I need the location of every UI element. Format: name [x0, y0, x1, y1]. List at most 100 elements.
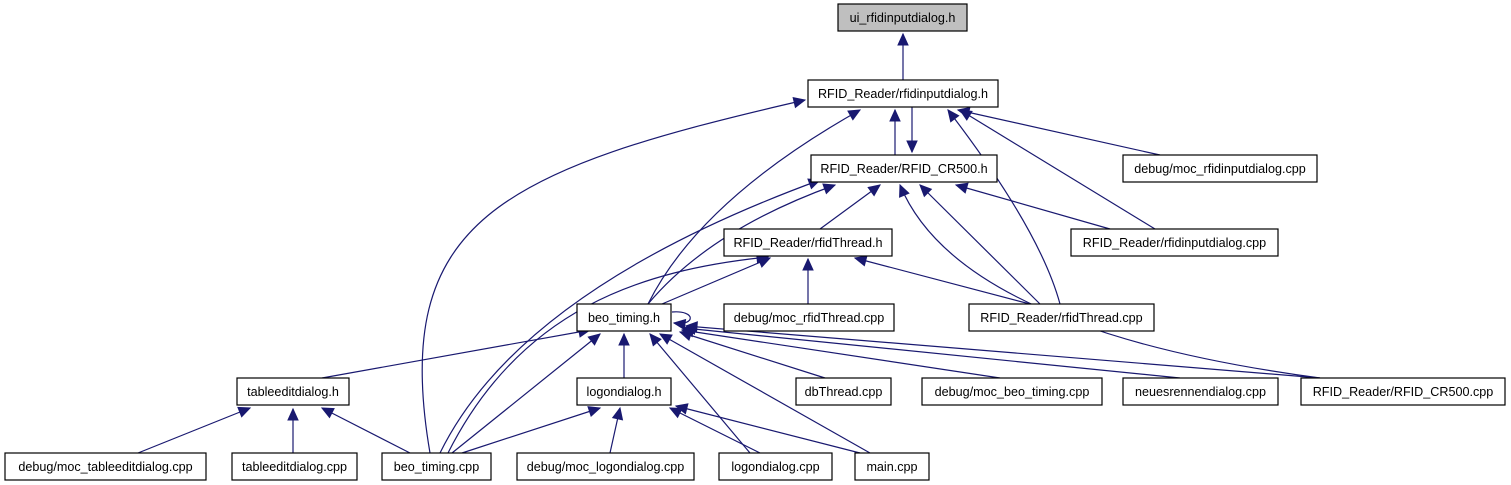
node-moc-tableeditdialog-cpp[interactable]: debug/moc_tableeditdialog.cpp	[4, 452, 207, 481]
edge-rr_rfidthread_cpp-to-rr_rfidthread_h	[853, 255, 1031, 305]
node-box	[968, 303, 1155, 332]
node-moc-rfidthread-cpp[interactable]: debug/moc_rfidThread.cpp	[723, 303, 895, 332]
node-box	[921, 377, 1103, 406]
node-label: debug/moc_beo_timing.cpp	[935, 385, 1090, 399]
node-rr-cr500-cpp[interactable]: RFID_Reader/RFID_CR500.cpp	[1300, 377, 1506, 406]
node-label: debug/moc_rfidinputdialog.cpp	[1134, 162, 1306, 176]
node-label: debug/moc_rfidThread.cpp	[734, 311, 885, 325]
node-box	[231, 452, 358, 481]
node-box	[576, 377, 672, 406]
node-label: beo_timing.h	[588, 311, 660, 325]
node-box	[4, 452, 207, 481]
arrowhead	[658, 333, 673, 345]
edge-rr_rfidthread_h-to-rr_cr500_h	[819, 184, 881, 230]
arrowhead	[587, 406, 602, 418]
edge-rr_rfidinputdialog_cpp-to-rr_rfidinputdialog_h	[958, 109, 1156, 230]
node-beo-timing-cpp[interactable]: beo_timing.cpp	[381, 452, 492, 481]
arrowhead	[958, 109, 973, 121]
node-main-cpp[interactable]: main.cpp	[854, 452, 930, 481]
node-label: RFID_Reader/rfidThread.cpp	[980, 311, 1142, 325]
arrowhead	[287, 407, 299, 421]
node-box	[807, 79, 999, 108]
edge-beo_timing_cpp-to-tableeditdialog_h	[320, 407, 411, 454]
node-box	[810, 154, 998, 183]
node-label: beo_timing.cpp	[394, 460, 479, 474]
node-dbthread-cpp[interactable]: dbThread.cpp	[795, 377, 892, 406]
edge-beo_timing_cpp-to-logondialog_h	[461, 406, 602, 454]
node-label: debug/moc_tableeditdialog.cpp	[18, 460, 192, 474]
node-logondialog-cpp[interactable]: logondialog.cpp	[718, 452, 833, 481]
arrowhead	[237, 406, 252, 418]
node-label: main.cpp	[866, 460, 917, 474]
node-rr-rfidthread-cpp[interactable]: RFID_Reader/rfidThread.cpp	[968, 303, 1155, 332]
node-box	[854, 452, 930, 481]
node-rr-cr500-h[interactable]: RFID_Reader/RFID_CR500.h	[810, 154, 998, 183]
arrowhead	[320, 407, 335, 419]
arrowhead	[802, 257, 814, 271]
node-box	[1300, 377, 1506, 406]
edge-main_cpp-to-logondialog_h	[674, 403, 861, 454]
node-neuesrennendialog-cpp[interactable]: neuesrennendialog.cpp	[1122, 377, 1279, 406]
arrowhead	[954, 182, 969, 194]
nodes-layer: ui_rfidinputdialog.hRFID_Reader/rfidinpu…	[4, 3, 1506, 481]
node-label: RFID_Reader/RFID_CR500.h	[820, 162, 987, 176]
edge-moc_tableeditdialog_cpp-to-tableeditdialog_h	[137, 406, 252, 454]
node-label: RFID_Reader/rfidinputdialog.cpp	[1083, 236, 1266, 250]
node-label: RFID_Reader/RFID_CR500.cpp	[1313, 385, 1494, 399]
node-box	[576, 303, 672, 332]
arrowhead	[867, 184, 881, 197]
node-moc-rfidinputdialog-cpp[interactable]: debug/moc_rfidinputdialog.cpp	[1122, 154, 1318, 183]
edge-moc_beo_timing_cpp-to-beo_timing_h	[680, 326, 1001, 379]
node-label: RFID_Reader/rfidThread.h	[733, 236, 882, 250]
node-box	[837, 3, 968, 32]
node-rr-rfidinputdialog-h[interactable]: RFID_Reader/rfidinputdialog.h	[807, 79, 999, 108]
arrowhead	[672, 318, 687, 331]
node-tableeditdialog-cpp[interactable]: tableeditdialog.cpp	[231, 452, 358, 481]
edge-rr_rfidthread_cpp-to-rr_rfidinputdialog_h	[947, 109, 1061, 305]
edge-moc_logondialog_cpp-to-logondialog_h	[609, 406, 624, 454]
node-box	[1122, 377, 1279, 406]
edge-logondialog_cpp-to-beo_timing_h	[649, 333, 751, 454]
edge-moc_rfidinputdialog_cpp-to-rr_rfidinputdialog_h	[956, 106, 1161, 156]
node-rr-rfidthread-h[interactable]: RFID_Reader/rfidThread.h	[723, 228, 893, 257]
node-box	[516, 452, 695, 481]
edge-logondialog_cpp-to-logondialog_h	[668, 407, 761, 454]
arrowhead	[947, 109, 960, 123]
edge-beo_timing_cpp-to-beo_timing_h	[451, 333, 601, 454]
node-label: RFID_Reader/rfidinputdialog.h	[818, 87, 988, 101]
node-rr-rfidinputdialog-cpp[interactable]: RFID_Reader/rfidinputdialog.cpp	[1070, 228, 1279, 257]
edge-rr_rfidinputdialog_h-to-ui_rfidinputdialog_h	[897, 32, 909, 80]
node-label: ui_rfidinputdialog.h	[850, 11, 956, 25]
edge-beo_timing_cpp-to-rr_rfidthread_h	[447, 252, 770, 454]
arrowhead	[618, 332, 630, 346]
node-box	[1070, 228, 1279, 257]
node-tableeditdialog-h[interactable]: tableeditdialog.h	[236, 377, 350, 406]
arrowhead	[919, 184, 933, 198]
arrowhead	[649, 333, 662, 347]
edge-rr_cr500_h-to-rr_rfidinputdialog_h	[889, 108, 901, 155]
edge-beo_timing_h-to-rr_rfidinputdialog_h	[647, 109, 862, 305]
edge-tableeditdialog_cpp-to-tableeditdialog_h	[287, 407, 299, 453]
edge-beo_timing_cpp-to-rr_rfidinputdialog_h	[421, 96, 807, 454]
edges-layer	[137, 32, 1321, 454]
arrowhead	[674, 403, 689, 415]
node-box	[723, 303, 895, 332]
node-beo-timing-h[interactable]: beo_timing.h	[576, 303, 672, 332]
arrowhead	[897, 32, 909, 46]
edge-logondialog_h-to-beo_timing_h	[618, 332, 630, 378]
edge-rr_cr500_cpp-to-beo_timing_h	[684, 321, 1321, 379]
arrowhead	[899, 183, 910, 198]
node-box	[718, 452, 833, 481]
arrowhead	[668, 407, 683, 419]
node-label: logondialog.cpp	[731, 460, 819, 474]
arrowhead	[684, 321, 698, 333]
node-box	[1122, 154, 1318, 183]
node-label: debug/moc_logondialog.cpp	[527, 460, 685, 474]
node-logondialog-h[interactable]: logondialog.h	[576, 377, 672, 406]
edge-main_cpp-to-beo_timing_h	[658, 333, 871, 454]
node-moc-logondialog-cpp[interactable]: debug/moc_logondialog.cpp	[516, 452, 695, 481]
node-moc-beo-timing-cpp[interactable]: debug/moc_beo_timing.cpp	[921, 377, 1103, 406]
edge-beo_timing_h-to-beo_timing_h	[671, 311, 691, 331]
node-label: logondialog.h	[587, 385, 662, 399]
